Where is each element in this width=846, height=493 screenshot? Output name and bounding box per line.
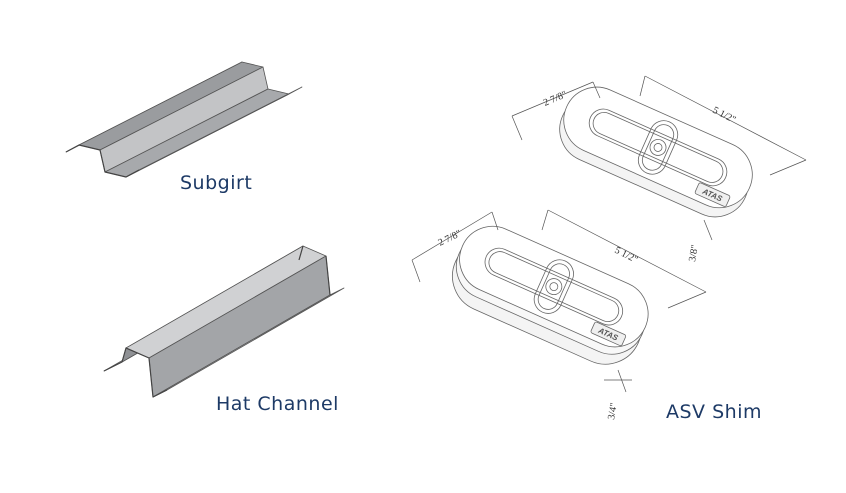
subgirt-illustration bbox=[65, 61, 303, 178]
shim-bottom-thickness-label: 3/4" bbox=[606, 402, 620, 421]
shim-bottom-width-label: 2 7/8" bbox=[436, 228, 463, 249]
shim-top-dimensions bbox=[511, 75, 807, 241]
asv-shim-bottom: ATAS 2 7/8" 5 1/2" 3/4" bbox=[411, 209, 707, 421]
shim-top-width-label: 2 7/8" bbox=[542, 89, 569, 109]
hat-channel-caption: Hat Channel bbox=[216, 393, 339, 415]
asv-shim-caption: ASV Shim bbox=[666, 401, 762, 423]
shim-bottom-face bbox=[459, 225, 649, 348]
shim-top-face bbox=[563, 86, 753, 209]
asv-shim-top: ATAS 2 7/8" 5 1/2" 3/8" bbox=[511, 75, 807, 263]
shim-top-thickness-label: 3/8" bbox=[687, 244, 701, 263]
shim-bottom-length-label: 5 1/2" bbox=[613, 245, 640, 266]
shim-bottom-dimensions bbox=[411, 209, 707, 393]
shim-top-length-label: 5 1/2" bbox=[711, 105, 738, 126]
subgirt-caption: Subgirt bbox=[180, 172, 253, 194]
hat-channel-illustration bbox=[103, 245, 345, 398]
